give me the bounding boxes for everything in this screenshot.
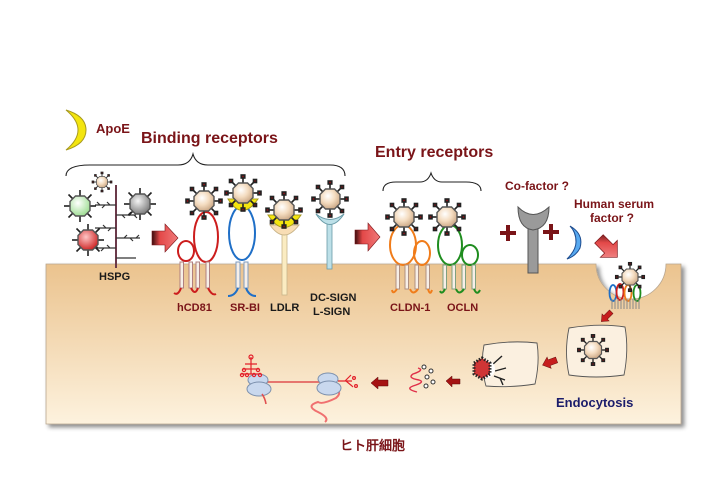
apoe-legend-icon	[65, 109, 87, 151]
ldlr-receptor	[265, 191, 303, 296]
plus-operator-1	[500, 225, 516, 241]
arrow-vesicle-to-fusion	[542, 356, 558, 369]
arrow-fusion-to-release	[445, 375, 461, 388]
ldlr-label: LDLR	[270, 302, 300, 314]
arrow-to-endocytic-pit	[594, 234, 618, 258]
arrow-binding-to-entry	[354, 222, 381, 252]
arrow-hspg-to-binding	[151, 223, 179, 253]
ribosome-2	[316, 372, 342, 396]
nascent-polyprotein-2	[338, 374, 359, 389]
arrow-release-to-translation	[370, 376, 389, 390]
l-sign-label: L-SIGN	[313, 306, 351, 318]
binding-receptors-label: Binding receptors	[141, 130, 278, 147]
human-serum-factor-icon	[566, 225, 582, 260]
entry-receptors-label: Entry receptors	[375, 144, 494, 161]
endocytosis-label: Endocytosis	[556, 395, 634, 410]
dc-sign-label: DC-SIGN	[310, 292, 357, 304]
apoe-label: ApoE	[96, 121, 130, 136]
cofactor-receptor	[517, 205, 550, 274]
cldn1-label: CLDN-1	[390, 302, 431, 314]
nascent-polyprotein-1	[239, 354, 263, 378]
cofactor-label: Co-factor ?	[505, 179, 569, 193]
plus-operator-2	[543, 224, 559, 240]
sr-bi-label: SR-BI	[230, 302, 260, 314]
endosome-vesicle-1	[566, 324, 628, 378]
ribosome-1	[246, 373, 272, 397]
ocln-receptor	[428, 198, 481, 294]
hcd81-label: hCD81	[177, 302, 212, 314]
cldn1-receptor	[385, 198, 433, 294]
endocytic-pit-complex	[608, 261, 646, 309]
arrow-pit-to-vesicle	[601, 309, 614, 322]
hspg-label: HSPG	[99, 271, 131, 283]
human-serum-label-line1: Human serum	[574, 197, 655, 211]
binding-receptors-brace	[65, 151, 346, 177]
released-rna-genome	[409, 364, 436, 393]
dc-sign-receptor	[311, 180, 349, 270]
rna-translation	[239, 354, 359, 423]
hspg-receptor	[63, 171, 157, 268]
ocln-label: OCLN	[447, 302, 479, 314]
hcd81-receptor	[173, 182, 223, 296]
endosome-fusion-vesicle	[472, 341, 539, 388]
entry-receptors-brace	[382, 171, 482, 192]
sr-bi-receptor	[224, 174, 262, 297]
human-serum-label-line2: factor ?	[590, 211, 635, 225]
hepatocyte-label: ヒト肝細胞	[340, 438, 406, 453]
